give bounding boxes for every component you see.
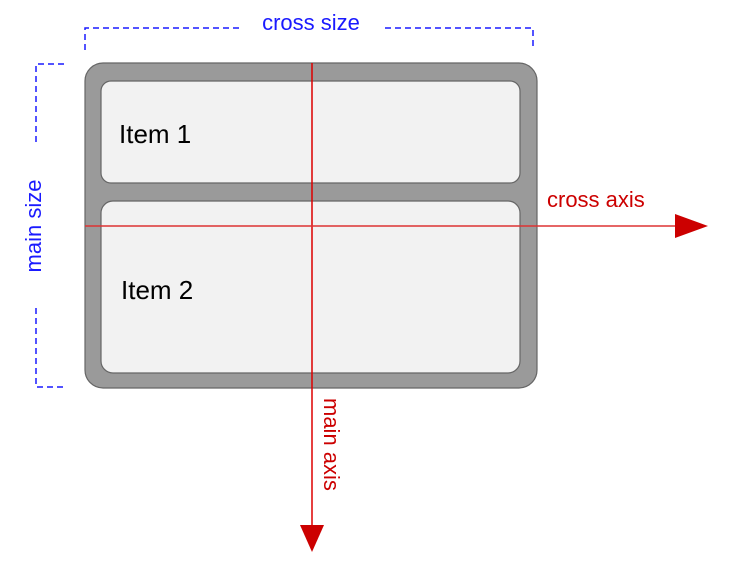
cross-size-label: cross size (262, 10, 360, 35)
main-axis-label: main axis (319, 398, 344, 491)
main-size-bracket (35, 63, 64, 388)
main-axis-arrowhead (300, 525, 324, 552)
item-2-label: Item 2 (121, 275, 193, 305)
cross-size-bracket (84, 27, 534, 50)
flex-item-1 (100, 80, 521, 184)
main-size-label: main size (21, 180, 46, 273)
flex-item-2 (100, 200, 521, 374)
cross-axis-label: cross axis (547, 187, 645, 212)
item-1-label: Item 1 (119, 119, 191, 149)
cross-axis-arrowhead (675, 214, 708, 238)
